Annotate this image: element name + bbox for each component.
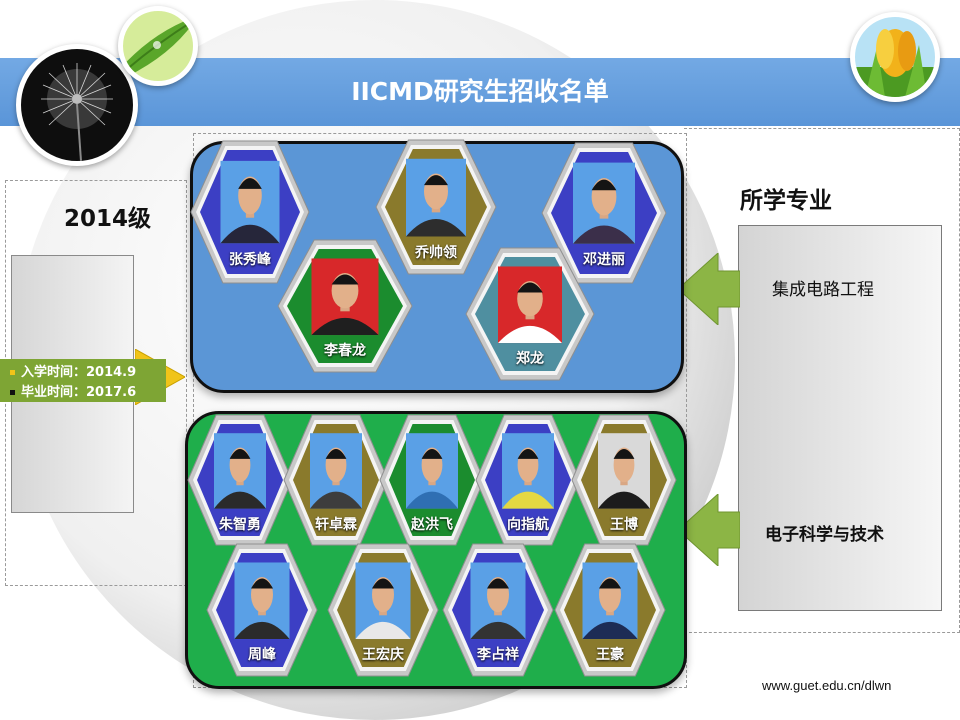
major-ic-engineering: 集成电路工程 [772,280,874,300]
page-title: IICMD研究生招收名单 [351,77,609,106]
student-photo [582,562,638,640]
student-photo [406,433,458,509]
student-card: 邓进丽 [541,142,667,284]
student-name: 郑龙 [516,351,544,368]
student-photo [311,258,379,336]
student-name: 赵洪飞 [411,516,453,533]
student-photo [470,562,526,640]
student-card: 乔帅领 [375,139,497,275]
year-label: 2014级 [64,206,152,232]
student-card: 王博 [571,414,677,546]
graduate-date: 毕业时间：2017.6 [21,385,137,400]
student-name: 轩卓霖 [315,516,357,533]
student-name: 李占祥 [477,647,519,664]
student-photo [498,266,562,344]
student-name: 邓进丽 [583,252,625,269]
footer-url[interactable]: www.guet.edu.cn/dlwn [762,678,892,693]
student-name: 向指航 [507,516,549,533]
green-leaf-photo [118,6,198,86]
student-name: 朱智勇 [219,516,261,533]
student-card: 王豪 [554,543,666,677]
student-photo [406,158,466,237]
student-card: 周峰 [206,543,318,677]
student-name: 乔帅领 [415,244,457,261]
student-photo [573,162,635,244]
student-photo [220,160,280,244]
student-name: 王豪 [596,647,624,664]
major-electronic-science: 电子科学与技术 [765,525,884,545]
student-name: 周峰 [248,647,276,664]
student-card: 向指航 [475,414,581,546]
student-card: 王宏庆 [327,543,439,677]
student-photo [310,433,362,509]
student-card: 郑龙 [465,247,595,381]
student-photo [502,433,554,509]
enroll-date: 入学时间：2014.9 [21,365,137,380]
student-name: 王宏庆 [362,647,404,664]
student-photo [355,562,411,640]
majors-heading: 所学专业 [740,188,832,214]
student-name: 李春龙 [324,343,366,360]
student-photo [214,433,266,509]
student-photo [598,433,650,509]
student-card: 李占祥 [442,543,554,677]
majors-box [738,225,942,611]
student-name: 张秀峰 [229,251,271,268]
arrow-left-icon [678,253,740,325]
tulip-photo [850,12,940,102]
date-box: 入学时间：2014.9 毕业时间：2017.6 [0,359,166,402]
student-photo [234,562,290,640]
student-card: 张秀峰 [190,140,310,284]
student-card: 轩卓霖 [283,414,389,546]
student-card: 赵洪飞 [379,414,485,546]
student-name: 王博 [610,516,638,533]
student-card: 朱智勇 [187,414,293,546]
dandelion-photo [16,44,138,166]
arrow-left-icon [678,494,740,566]
student-card: 李春龙 [277,239,413,373]
